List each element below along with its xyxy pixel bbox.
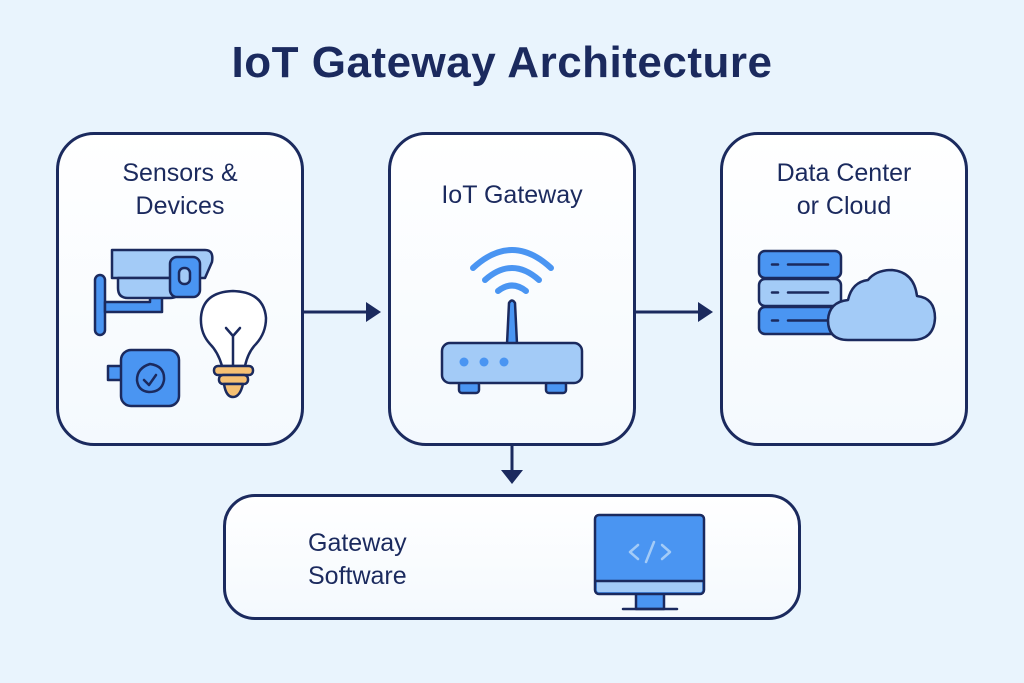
diagram-title: IoT Gateway Architecture — [231, 38, 773, 87]
node-data-center-cloud[interactable]: Data Center or Cloud — [720, 132, 968, 446]
arrow-gateway-to-software — [501, 446, 523, 484]
arrow-gateway-to-cloud — [636, 302, 713, 322]
node-label: IoT Gateway — [441, 181, 583, 209]
node-label: Gateway Software — [308, 529, 407, 590]
node-sensors-devices[interactable]: Sensors & Devices — [56, 132, 304, 446]
node-label: Sensors & Devices — [122, 159, 238, 220]
arrow-sensors-to-gateway — [304, 302, 381, 322]
node-gateway-software[interactable]: Gateway Software — [223, 494, 801, 620]
node-label: Data Center or Cloud — [776, 159, 912, 220]
node-iot-gateway[interactable]: IoT Gateway — [388, 132, 636, 446]
